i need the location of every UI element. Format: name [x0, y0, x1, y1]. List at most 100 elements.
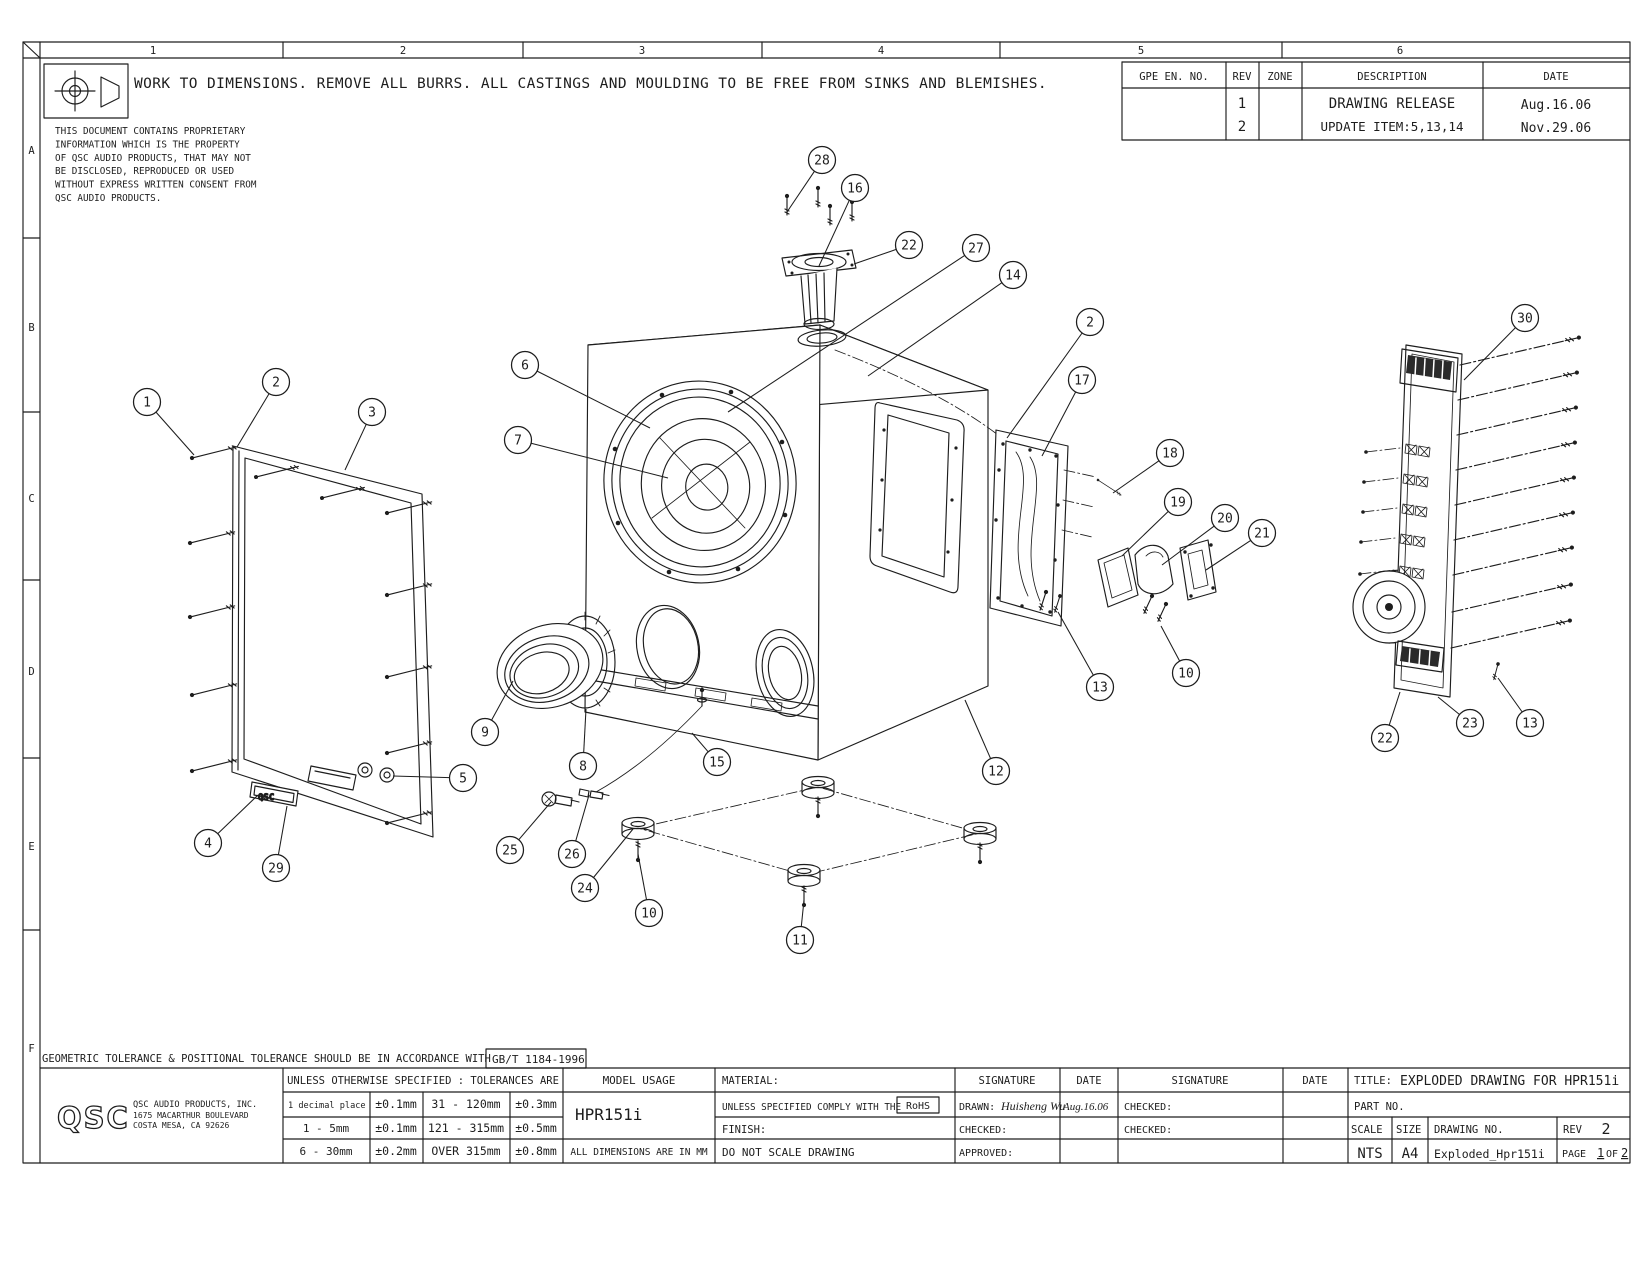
tol-cell: OVER 315mm: [431, 1144, 500, 1158]
callout-12: 12: [964, 699, 1011, 786]
tol-cell: 1 decimal place: [288, 1101, 366, 1111]
company-address2: COSTA MESA, CA 92626: [133, 1121, 230, 1130]
rev-description: UPDATE ITEM:5,13,14: [1321, 119, 1464, 134]
callout-29: 29: [261, 805, 291, 883]
size-label: SIZE: [1396, 1124, 1421, 1136]
callout-10: 10: [634, 853, 664, 928]
small-fasteners: [541, 705, 703, 807]
zone-label-side-C: C: [28, 493, 34, 505]
proprietary-note: THIS DOCUMENT CONTAINS PROPRIETARY INFOR…: [55, 126, 257, 204]
scale-label: SCALE: [1351, 1124, 1383, 1136]
signature-block: SIGNATURE DATE SIGNATURE DATE DRAWN: Hui…: [959, 1075, 1328, 1159]
port-holes: [635, 604, 815, 718]
svg-text:5: 5: [459, 772, 467, 787]
checked-label-left: CHECKED:: [959, 1125, 1007, 1136]
amp-bottom-vent: [1395, 640, 1445, 673]
qsc-badge: QSC: [249, 781, 299, 807]
svg-text:30: 30: [1517, 312, 1533, 327]
svg-text:3: 3: [368, 406, 376, 421]
svg-text:19: 19: [1170, 496, 1186, 511]
callout-23: 23: [1437, 696, 1485, 738]
woofer: [603, 380, 797, 584]
transformer: [1352, 570, 1426, 644]
callout-8: 8: [568, 708, 598, 781]
zone-label-side-A: A: [28, 145, 35, 157]
title-block: TITLE: EXPLODED DRAWING FOR HPR151i PART…: [1351, 1074, 1628, 1162]
svg-text:12: 12: [988, 765, 1004, 780]
callout-21: 21: [1205, 518, 1277, 571]
tolerance-header: UNLESS OTHERWISE SPECIFIED : TOLERANCES …: [287, 1075, 559, 1087]
amp-top-handle: [1399, 348, 1459, 393]
svg-text:25: 25: [502, 844, 518, 859]
approved-label: APPROVED:: [959, 1148, 1013, 1159]
zone-label-side-B: B: [28, 322, 34, 334]
tol-cell: 6 - 30mm: [300, 1145, 353, 1158]
callout-2: 2: [1006, 307, 1105, 439]
callout-1: 1: [132, 387, 195, 456]
proprietary-line: INFORMATION WHICH IS THE PROPERTY: [55, 139, 240, 150]
checked-label-right-bottom: CHECKED:: [1124, 1125, 1172, 1136]
callout-15: 15: [691, 732, 732, 777]
revision-table: GPE EN. NO. REV ZONE DESCRIPTION DATE 1 …: [1121, 61, 1631, 141]
signature-header-2: SIGNATURE: [1172, 1075, 1229, 1087]
callout-6: 6: [510, 350, 651, 429]
svg-text:21: 21: [1254, 527, 1270, 542]
rev-header-rev: REV: [1233, 71, 1253, 83]
callout-4: 4: [193, 794, 259, 858]
svg-text:28: 28: [814, 154, 830, 169]
tol-cell: ±0.1mm: [375, 1097, 417, 1111]
callout-16: 16: [818, 173, 870, 267]
datum-symbol-box: [43, 63, 129, 119]
cabinet: [584, 324, 1003, 761]
geometric-tolerance-note: GEOMETRIC TOLERANCE & POSITIONAL TOLERAN…: [42, 1048, 587, 1069]
callout-11: 11: [785, 899, 815, 955]
rev-date: Aug.16.06: [1521, 98, 1591, 113]
drawing-no-label: DRAWING NO.: [1434, 1124, 1504, 1136]
rev-header-zone: ZONE: [1267, 71, 1292, 83]
rohs-badge: RoHS: [906, 1101, 930, 1112]
page-of-label: OF: [1606, 1149, 1618, 1160]
svg-text:10: 10: [641, 907, 657, 922]
svg-text:22: 22: [1377, 732, 1393, 747]
date-header-2: DATE: [1302, 1075, 1327, 1087]
svg-text:2: 2: [272, 376, 280, 391]
tol-cell: ±0.1mm: [375, 1121, 417, 1135]
callout-27: 27: [727, 233, 991, 413]
zone-label-top-6: 6: [1397, 45, 1403, 57]
title-block-grid: [39, 1067, 1631, 1164]
sheet-frame: [22, 41, 1631, 1164]
proprietary-line: OF QSC AUDIO PRODUCTS, THAT MAY NOT: [55, 153, 251, 164]
t-nut: [696, 687, 708, 707]
page-label: PAGE: [1562, 1149, 1586, 1160]
signature-header-1: SIGNATURE: [979, 1075, 1036, 1087]
rev-header-date: DATE: [1543, 71, 1568, 83]
model-usage-block: MODEL USAGE HPR151i ALL DIMENSIONS ARE I…: [570, 1074, 708, 1158]
svg-text:29: 29: [268, 862, 284, 877]
svg-text:2: 2: [1086, 316, 1094, 331]
callout-3: 3: [344, 397, 387, 471]
callout-30: 30: [1463, 303, 1540, 381]
svg-text:15: 15: [709, 756, 725, 771]
page-value: 1: [1597, 1146, 1604, 1160]
callout-22: 22: [1370, 691, 1401, 753]
svg-text:10: 10: [1178, 667, 1194, 682]
checked-label-right-top: CHECKED:: [1124, 1102, 1172, 1113]
rev-number: 2: [1238, 119, 1246, 135]
zone-label-top-4: 4: [878, 45, 884, 57]
geometric-note-text: GEOMETRIC TOLERANCE & POSITIONAL TOLERAN…: [42, 1053, 491, 1065]
zone-label-side-E: E: [28, 841, 34, 853]
rev-header-description: DESCRIPTION: [1357, 71, 1427, 83]
no-scale-note: DO NOT SCALE DRAWING: [722, 1146, 854, 1159]
svg-text:23: 23: [1462, 717, 1478, 732]
tolerance-table: UNLESS OTHERWISE SPECIFIED : TOLERANCES …: [287, 1075, 559, 1158]
proprietary-line: THIS DOCUMENT CONTAINS PROPRIETARY: [55, 126, 246, 137]
callout-20: 20: [1161, 503, 1240, 566]
company-block: QSC QSC AUDIO PRODUCTS, INC. 1675 MACART…: [56, 1100, 257, 1136]
drawn-name: Huisheng Wu: [1000, 1099, 1065, 1113]
page-total: 2: [1621, 1146, 1628, 1160]
callout-9: 9: [470, 680, 514, 747]
input-knobs: [357, 762, 395, 783]
